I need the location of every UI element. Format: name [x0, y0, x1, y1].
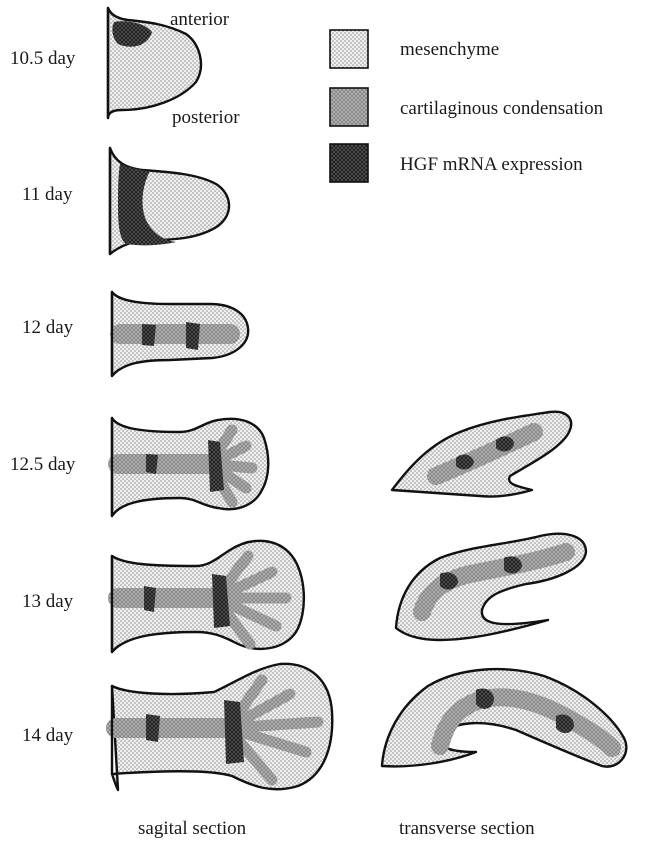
legend-swatch-hgf: [330, 144, 368, 182]
legend-label-cartilage: cartilaginous condensation: [400, 98, 604, 119]
limb-12-5-sagittal: [112, 418, 268, 516]
legend-label-mesenchyme: mesenchyme: [400, 39, 499, 60]
limb-13-sagittal: [112, 541, 304, 652]
limb-12-sagittal: [112, 292, 248, 376]
legend-swatch-mesenchyme: [330, 30, 368, 68]
hgf-expression-12-5-a: [146, 454, 158, 474]
hgf-expression-13-a: [144, 586, 156, 612]
legend-swatch-cartilage: [330, 88, 368, 126]
stage-label-11: 11 day: [22, 184, 73, 205]
stage-label-10-5: 10.5 day: [10, 48, 76, 69]
stage-label-13: 13 day: [22, 591, 74, 612]
stage-label-12: 12 day: [22, 317, 74, 338]
anterior-label: anterior: [170, 9, 230, 30]
posterior-label: posterior: [172, 107, 240, 128]
limb-14-sagittal: [112, 664, 332, 790]
limb-12-5-transverse: [392, 412, 571, 497]
hgf-expression-12-a: [142, 324, 156, 346]
hgf-expression-14-a: [146, 714, 160, 742]
limb-13-transverse: [396, 534, 586, 640]
legend: mesenchyme cartilaginous condensation HG…: [330, 30, 604, 182]
caption-transverse: transverse section: [399, 818, 535, 839]
stage-label-12-5: 12.5 day: [10, 454, 76, 475]
limb-11-sagittal: [110, 148, 229, 254]
caption-sagittal: sagital section: [138, 818, 247, 839]
legend-label-hgf: HGF mRNA expression: [400, 154, 583, 175]
stage-label-14: 14 day: [22, 725, 74, 746]
limb-14-transverse: [382, 669, 626, 766]
hgf-expression-12-b: [186, 322, 200, 350]
